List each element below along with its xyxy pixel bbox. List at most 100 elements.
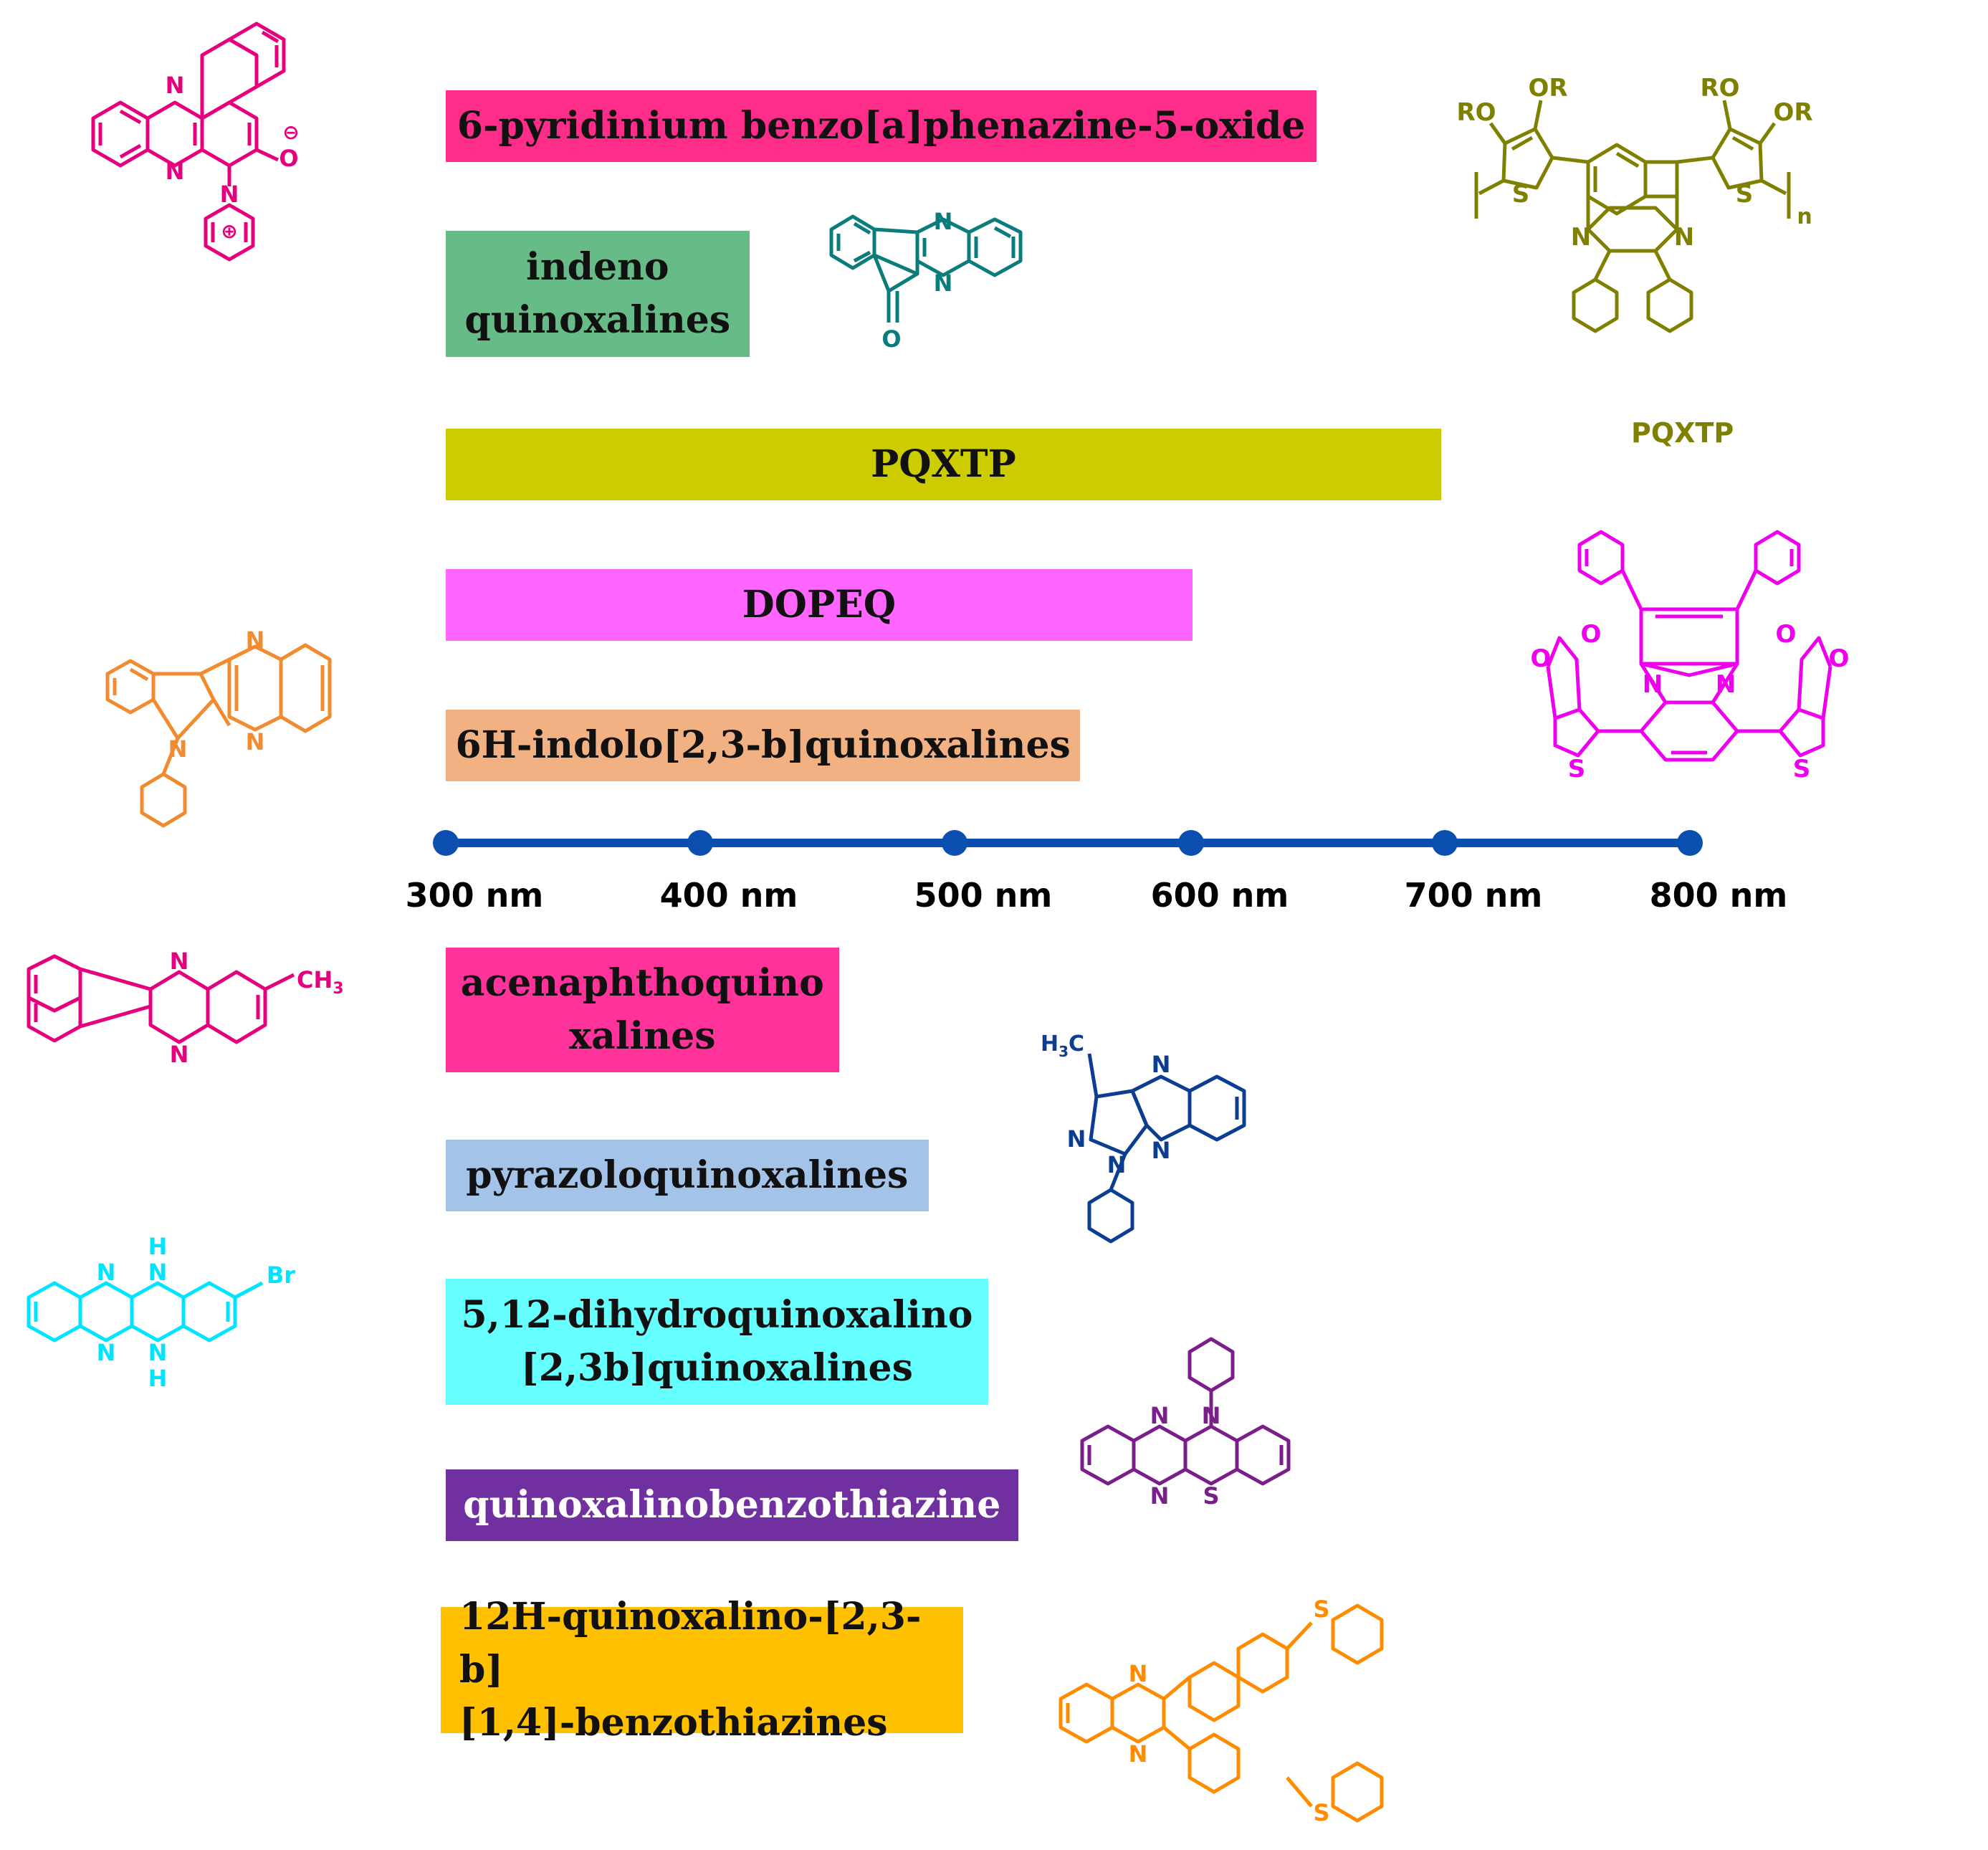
range-bar-label: 5,12-dihydroquinoxalino[2,3b]quinoxaline… [461,1289,973,1395]
range-bar-label: pyrazoloquinoxalines [466,1149,908,1202]
axis-tick-marker [1178,830,1204,856]
axis-tick-label: 600 nm [1150,876,1289,915]
oxygen-label: O [1531,644,1552,673]
axis-tick-marker [1432,830,1458,856]
nitrogen-label: N [1129,1740,1148,1768]
nitrogen-label: N [1150,1402,1170,1429]
sulfur-label: S [1313,1799,1329,1826]
nitrogen-label: N [1067,1125,1086,1153]
range-bar-label-line: indeno [526,245,669,289]
sulfur-label: S [1568,755,1586,783]
axis-tick-marker [687,830,713,856]
alkoxy-label: OR [1773,98,1812,127]
range-bar-label: quinoxalinobenzothiazine [463,1479,1000,1532]
range-bar-label-line: 12H-quinoxalino-[2,3-b] [459,1595,922,1692]
oxygen-label: O [1829,644,1850,673]
range-bar-label-line: 6-pyridinium benzo[a]phenazine-5-oxide [457,104,1306,148]
range-bar-label-line: quinoxalines [464,298,731,342]
methyl-label: H3C [1041,1031,1084,1060]
nitrogen-label: N [1643,670,1663,699]
nitrogen-label: N [246,626,265,654]
nitrogen-label: N [1571,223,1591,252]
pqxtp-structure: RO OR RO OR S S N N n [1456,74,1813,333]
sulfur-label: S [1203,1482,1219,1510]
bromine-label: Br [267,1262,295,1289]
axis-tick-label: 800 nm [1649,876,1788,915]
dihydroquinoxalinoquinoxaline-structure: N N H N N H Br [27,1233,295,1392]
range-bar: quinoxalinobenzothiazine [446,1469,1018,1541]
hydrogen-label: H [148,1233,168,1260]
range-bar: PQXTP [446,429,1441,500]
axis-tick-label: 500 nm [914,876,1053,915]
range-bar-label: 6-pyridinium benzo[a]phenazine-5-oxide [457,100,1306,153]
range-bar-label-line: [1,4]-benzothiazines [459,1701,888,1745]
range-bar-label: 12H-quinoxalino-[2,3-b] [1,4]-benzothiazi… [459,1591,956,1750]
dopeq-structure: N N S S O O O O [1531,530,1850,783]
range-bar: 12H-quinoxalino-[2,3-b] [1,4]-benzothiazi… [441,1595,964,1745]
positive-charge: ⊕ [221,219,237,243]
nitrogen-label: N [1107,1151,1127,1178]
range-bar-label: acenaphthoquino xalines [461,957,824,1063]
bisthioquinoxaline-structure: N N S S [1058,1596,1384,1826]
range-bar-label-line: quinoxalinobenzothiazine [463,1483,1001,1527]
range-bar: acenaphthoquino xalines [446,948,839,1072]
range-bar-label: indeno quinoxalines [464,241,730,347]
nitrogen-label: N [1716,670,1736,699]
axis-tick-marker [433,830,459,856]
oxygen-label: O [881,325,901,353]
axis-tick-marker [1677,830,1703,856]
nitrogen-label: N [1129,1660,1148,1687]
range-bar-label-line: xalines [569,1014,716,1058]
range-bar: 6H-indolo[2,3-b]quinoxalines [446,710,1081,781]
axis-tick-marker [942,830,967,856]
alkoxy-label: RO [1456,98,1496,127]
range-bar-label-line: DOPEQ [742,583,897,626]
hydrogen-label: H [148,1365,168,1392]
oxygen-label: O [1581,620,1602,649]
nitrogen-label: N [170,948,189,975]
range-bar: indeno quinoxalines [446,231,750,357]
nitrogen-label: N [1152,1137,1171,1164]
nitrogen-label: N [97,1259,116,1286]
range-bar-label-line: pyrazoloquinoxalines [466,1153,909,1197]
wavelength-axis [433,830,1703,856]
acenaphthoquinoxaline-structure: N N CH3 [27,948,344,1068]
nitrogen-label: N [246,728,265,755]
nitrogen-label: N [1152,1051,1171,1078]
indenoquinoxaline-structure: N N O [829,208,1023,353]
axis-tick-label: 700 nm [1404,876,1543,915]
oxygen-label: O [1776,620,1797,649]
quinoxalinobenzothiazine-structure: N N N S [1080,1337,1291,1510]
methyl-label: CH3 [297,966,344,998]
nitrogen-label: N [166,158,185,185]
sulfur-label: S [1736,180,1754,209]
range-bar-label-line: PQXTP [871,442,1016,486]
benzophenazine-oxide-structure: N N N O ⊖ ⊕ [91,22,300,262]
pyrazoloquinoxaline-structure: N N N N H3C [1041,1031,1246,1244]
range-bar: pyrazoloquinoxalines [446,1140,929,1211]
nitrogen-label: N [1202,1402,1221,1429]
nitrogen-label: N [1150,1482,1170,1510]
negative-charge: ⊖ [282,120,299,144]
range-bar-label-line: 5,12-dihydroquinoxalino [461,1293,973,1337]
range-bar-label-line: 6H-indolo[2,3-b]quinoxalines [455,723,1071,767]
nitrogen-label: N [168,735,188,763]
nitrogen-label: N [934,270,953,297]
nitrogen-label: N [220,181,239,208]
sulfur-label: S [1793,755,1811,783]
range-bar-label: DOPEQ [742,578,896,631]
axis-tick-label: 300 nm [405,876,544,915]
nitrogen-label: N [148,1339,168,1366]
nitrogen-label: N [97,1339,116,1366]
alkoxy-label: RO [1700,74,1739,102]
nitrogen-label: N [1674,223,1694,252]
range-bar-label-line: acenaphthoquino [460,961,824,1005]
pqxtp-caption: PQXTP [1631,417,1734,449]
sulfur-label: S [1313,1596,1329,1623]
oxygen-label: O [279,145,298,172]
nitrogen-label: N [166,72,185,99]
repeat-unit-subscript: n [1797,204,1812,229]
nitrogen-label: N [934,208,953,235]
range-bar: DOPEQ [446,569,1193,641]
sulfur-label: S [1512,180,1530,209]
